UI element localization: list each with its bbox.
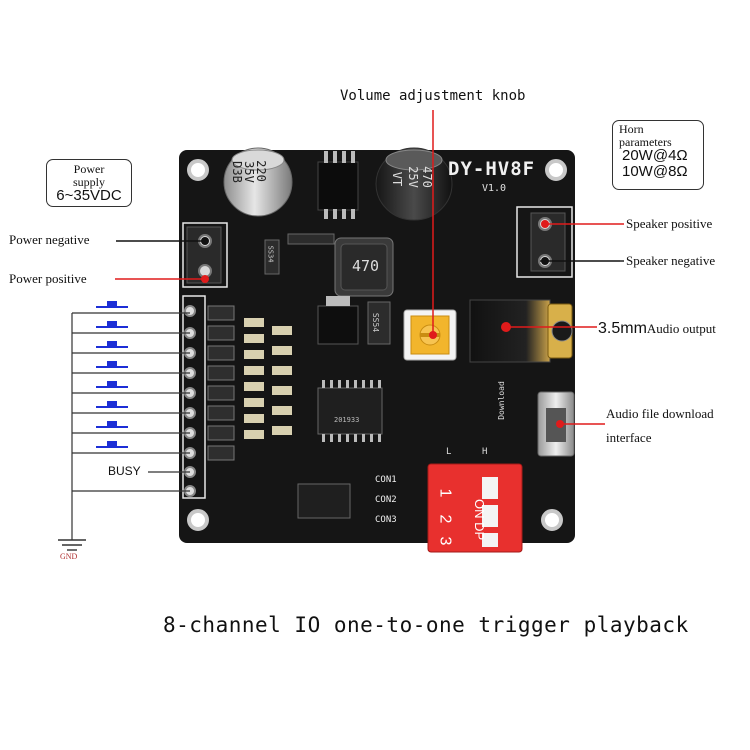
horn-line2: parameters (619, 134, 672, 149)
con2-label: CON2 (375, 495, 397, 505)
inductor (334, 237, 394, 297)
audio-jack (469, 299, 573, 363)
capacitor-left (223, 147, 293, 217)
con1-label: CON1 (375, 475, 397, 485)
power-positive-label: Power positive (9, 271, 87, 286)
volume-knob[interactable] (403, 309, 457, 361)
diode-label-2: SS54 (371, 312, 381, 333)
download-silk: Download (496, 381, 506, 420)
io-wiring (71, 312, 190, 540)
power-terminal (186, 226, 222, 284)
power-supply-box: Power supply 6~35VDC (46, 159, 132, 207)
cap-left-line2: 35V (241, 161, 256, 183)
download-label-line1: Audio file download (606, 406, 714, 421)
cap-right-line3: VT (390, 171, 405, 187)
audio-output-label: 3.5mmAudio output (598, 318, 716, 338)
speaker-negative-label: Speaker negative (626, 253, 716, 268)
main-chip (317, 380, 383, 442)
dip-on-label: ON DP (472, 499, 487, 541)
board-version: V1.0 (482, 183, 507, 194)
audio-output-text: Audio output (646, 321, 716, 336)
ground-symbol (58, 539, 86, 551)
board-model: DY-HV8F (448, 158, 536, 180)
chip-label: 201933 (334, 416, 360, 424)
power-negative-label: Power negative (9, 232, 90, 247)
inductor-label: 470 (352, 257, 380, 275)
horn-line1: Horn (619, 122, 644, 136)
l-silk: L (446, 447, 452, 457)
dip-number-1: 1 (436, 488, 454, 498)
audio-output-size: 3.5mm (598, 320, 647, 337)
dip-switch[interactable] (427, 463, 523, 553)
diode-label-1: SS34 (266, 245, 275, 263)
download-label-line2: interface (606, 430, 652, 445)
horn-line3: 20W@4Ω (622, 147, 688, 165)
dip-number-2: 2 (436, 514, 454, 524)
dip-number-3: 3 (436, 536, 454, 546)
cap-left-line3: D3B (229, 161, 244, 183)
speaker-positive-label: Speaker positive (626, 216, 713, 231)
horn-line4: 10W@8Ω (622, 162, 688, 180)
cap-right-line1: 470 (419, 166, 434, 188)
cap-right-line2: 25V (405, 166, 420, 188)
cap-left-line1: 220 (253, 160, 268, 182)
con3-label: CON3 (375, 515, 397, 525)
power-supply-line1: Power (73, 162, 105, 176)
horn-parameters-box: Horn parameters 20W@4Ω 10W@8Ω (612, 120, 704, 190)
busy-label: BUSY (108, 464, 141, 478)
gnd-label: GND (60, 552, 78, 561)
push-buttons (96, 301, 128, 448)
h-silk: H (482, 447, 488, 457)
diagram-title: 8-channel IO one-to-one trigger playback (163, 613, 689, 637)
mounting-holes (187, 159, 567, 531)
power-supply-line2: supply (72, 174, 105, 189)
power-supply-line3: 6~35VDC (56, 187, 122, 205)
volume-knob-label: Volume adjustment knob (340, 88, 526, 104)
